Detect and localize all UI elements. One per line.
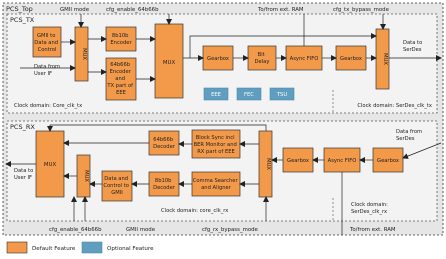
svg-text:8b10b Decoder: 8b10b Decoder: [153, 178, 176, 191]
tx-mux-a: MUX: [74, 26, 89, 82]
rx-async-fifo: Async FIFO: [323, 147, 361, 173]
svg-text:MUX: MUX: [81, 48, 87, 60]
svg-text:EEE: EEE: [211, 92, 221, 98]
tx-optional-fec: FEC: [236, 87, 262, 101]
pcs-tx-title: PCS_TX: [10, 16, 35, 24]
svg-text:Data and Control to: Data and Control to GMII: [103, 176, 130, 196]
tx-connectors: [20, 14, 442, 82]
signal-gmii-mode-bottom: GMII mode: [126, 227, 156, 233]
tx-gearbox-1: Gearbox: [202, 45, 234, 71]
rx-clock-domain-left: Clock domain: core_clk_rx: [161, 208, 228, 214]
tx-gearbox-2: Gearbox: [335, 45, 367, 71]
signal-cfg-rx-bypass: cfg_rx_bypass_mode: [202, 227, 259, 233]
legend: Default Feature Optional Feature: [6, 241, 154, 254]
svg-text:Comma Searcher and Align: Comma Searcher and Aligner: [193, 178, 240, 191]
pcs-rx-title: PCS_RX: [10, 123, 35, 131]
svg-text:Block Sync incl BER Moni: Block Sync incl BER Monitor and RX part …: [194, 135, 239, 155]
signal-cfg-enable-bottom: cfg_enable_64b66b: [49, 227, 102, 233]
signal-ram-top: To/from ext. RAM: [257, 7, 304, 13]
tx-clock-domain-right: Clock domain: SerDes_clk_tx: [357, 103, 432, 109]
legend-default-label: Default Feature: [32, 246, 76, 252]
rx-64b66b-decoder: 64b66b Decoder: [148, 130, 180, 156]
svg-text:Gearbox: Gearbox: [287, 158, 309, 164]
tx-data-to-serdes-label: Data to SerDes: [403, 40, 424, 53]
rx-data-from-serdes-label: Data from SerDes: [396, 129, 424, 142]
tx-optional-tsu: TSU: [269, 87, 295, 101]
svg-text:Gearbox: Gearbox: [377, 158, 399, 164]
svg-text:64b66b Encoder and: 64b66b Encoder and TX part of EEE: [106, 62, 134, 96]
svg-text:MUX: MUX: [44, 162, 57, 168]
svg-text:8b10b Encoder: 8b10b Encoder: [110, 33, 132, 46]
tx-optional-eee: EEE: [203, 87, 229, 101]
tx-bit-delay: Bit Delay: [247, 45, 277, 71]
svg-text:MUX: MUX: [83, 170, 89, 182]
rx-output-mux: MUX: [35, 130, 65, 198]
rx-input-mux: MUX: [258, 130, 273, 198]
tx-async-fifo: Async FIFO: [285, 45, 323, 71]
tx-clock-domain-left: Clock domain: Core_clk_tx: [14, 103, 82, 109]
svg-text:MUX: MUX: [265, 158, 271, 170]
svg-text:MUX: MUX: [382, 53, 388, 65]
rx-connectors: [5, 124, 442, 235]
signal-cfg-tx-bypass: cfg_tx_bypass_mode: [333, 7, 390, 13]
svg-text:64b66b Decoder: 64b66b Decoder: [153, 137, 176, 150]
tx-gmii-to-data-control-block: GMII to Data and Control: [32, 26, 62, 58]
rx-clock-domain-right: Clock domain: SerDes_clk_rx: [351, 202, 390, 215]
tx-8b10b-encoder-block: 8b10b Encoder: [105, 26, 137, 52]
rx-block-sync: Block Sync incl BER Monitor and RX part …: [191, 129, 241, 159]
legend-optional-swatch: [81, 241, 103, 254]
svg-text:Gearbox: Gearbox: [207, 56, 229, 62]
tx-data-from-user-label: Data from User IF: [34, 64, 62, 77]
signal-ram-bottom: To/from ext. RAM: [349, 227, 396, 233]
rx-data-to-user-label: Data to User IF: [14, 168, 35, 181]
svg-text:TSU: TSU: [276, 92, 287, 98]
rx-gearbox-2: Gearbox: [372, 147, 404, 173]
tx-output-mux: MUX: [375, 28, 390, 90]
rx-data-control-to-gmii: Data and Control to GMII: [101, 170, 133, 202]
svg-text:Bit Delay: Bit Delay: [255, 52, 270, 65]
svg-text:Async FIFO: Async FIFO: [290, 56, 319, 62]
rx-8b10b-decoder: 8b10b Decoder: [148, 171, 180, 197]
legend-default-swatch: [6, 241, 28, 254]
rx-gearbox: Gearbox: [282, 147, 314, 173]
rx-small-mux: MUX: [76, 154, 91, 198]
tx-main-mux: MUX: [154, 23, 184, 99]
svg-text:Async FIFO: Async FIFO: [328, 158, 357, 164]
legend-optional-label: Optional Feature: [107, 246, 154, 252]
svg-text:MUX: MUX: [163, 60, 176, 66]
tx-64b66b-encoder-block: 64b66b Encoder and TX part of EEE: [105, 57, 137, 101]
svg-text:Gearbox: Gearbox: [340, 56, 362, 62]
pcs-top-title: PCS_Top: [6, 5, 33, 13]
signal-cfg-enable-top: cfg_enable_64b66b: [106, 7, 159, 13]
rx-comma-searcher: Comma Searcher and Aligner: [191, 171, 241, 197]
signal-gmii-mode-top: GMII mode: [60, 7, 90, 13]
svg-text:FEC: FEC: [244, 92, 254, 98]
svg-text:GMII to Data and C: GMII to Data and Control: [34, 33, 59, 53]
